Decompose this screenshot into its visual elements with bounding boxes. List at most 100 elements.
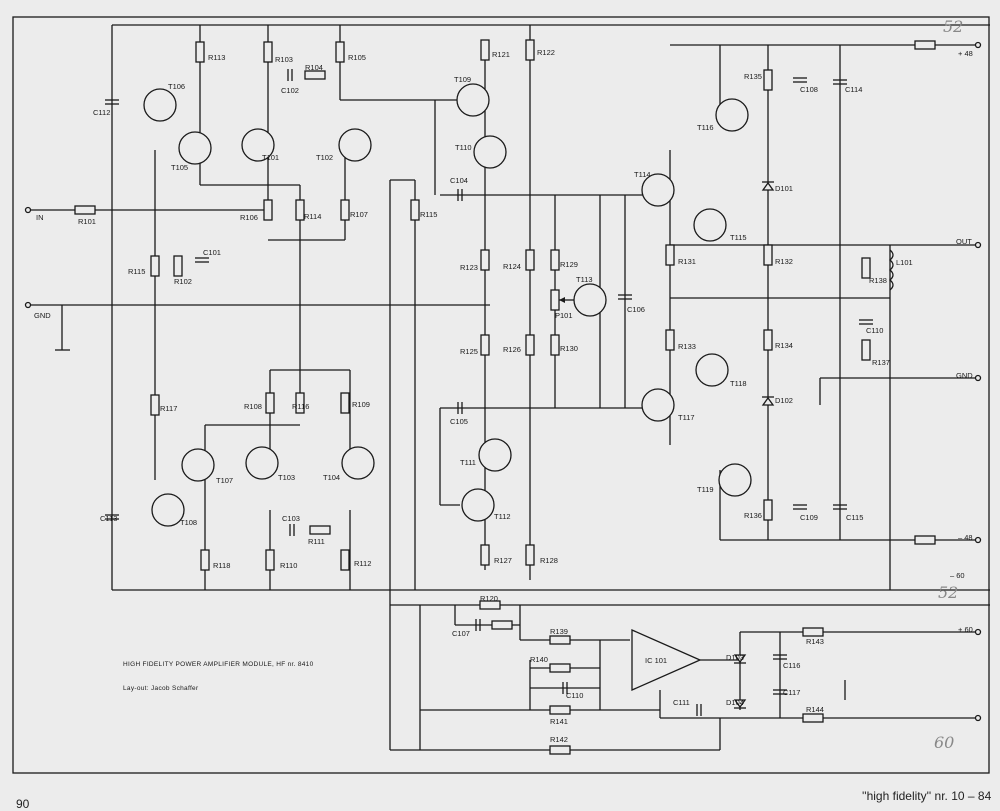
label-r107: R107 bbox=[350, 210, 368, 219]
label-gnd-in: GND bbox=[34, 311, 51, 320]
label-r140: R140 bbox=[530, 655, 548, 664]
label-t119: T119 bbox=[697, 485, 714, 494]
label-r139: R139 bbox=[550, 627, 568, 636]
label-plus48: + 48 bbox=[958, 49, 973, 58]
label-r115a: R115 bbox=[420, 210, 437, 219]
label-r136: R136 bbox=[744, 511, 762, 520]
label-r144: R144 bbox=[806, 705, 824, 714]
label-d103: D103 bbox=[726, 653, 744, 662]
capacitors bbox=[105, 69, 873, 716]
label-r134: R134 bbox=[775, 341, 793, 350]
label-t113: T113 bbox=[576, 275, 593, 284]
label-c114: C114 bbox=[845, 85, 862, 94]
label-r129: R129 bbox=[560, 260, 578, 269]
label-r109: R109 bbox=[352, 400, 370, 409]
label-p101: P101 bbox=[555, 311, 573, 320]
label-t118: T118 bbox=[730, 379, 747, 388]
label-r105: R105 bbox=[348, 53, 366, 62]
label-c115: C115 bbox=[846, 513, 863, 522]
label-c101: C101 bbox=[203, 248, 221, 257]
label-c109: C109 bbox=[800, 513, 818, 522]
label-r137: R137 bbox=[872, 358, 890, 367]
label-c117: C117 bbox=[783, 688, 800, 697]
frame bbox=[12, 16, 990, 774]
label-c113: C113 bbox=[100, 514, 117, 523]
handwritten-60: 60 bbox=[934, 733, 954, 752]
label-r121: R121 bbox=[492, 50, 510, 59]
label-out: OUT bbox=[956, 237, 972, 246]
label-r118: R118 bbox=[213, 561, 230, 570]
component-labels: R101 R102 R103 R104 R105 R106 R107 R108 … bbox=[34, 17, 973, 752]
label-r111: R111 bbox=[308, 537, 325, 546]
label-t103: T103 bbox=[278, 473, 295, 482]
label-r130: R130 bbox=[560, 344, 578, 353]
label-in: IN bbox=[36, 213, 44, 222]
footer-publication: ''high fidelity'' nr. 10 – 84 bbox=[862, 789, 992, 803]
label-c107: C107 bbox=[452, 629, 470, 638]
label-r113: R113 bbox=[208, 53, 225, 62]
label-r116: R116 bbox=[292, 402, 309, 411]
label-t104: T104 bbox=[323, 473, 340, 482]
label-d101: D101 bbox=[775, 184, 793, 193]
label-t114: T114 bbox=[634, 170, 651, 179]
footer-page-number: 90 bbox=[16, 797, 30, 811]
label-c111: C111 bbox=[673, 698, 690, 707]
transistors bbox=[143, 83, 752, 527]
label-t107: T107 bbox=[216, 476, 233, 485]
label-r104: R104 bbox=[305, 63, 323, 72]
label-r120: R120 bbox=[480, 594, 498, 603]
label-r127: R127 bbox=[494, 556, 512, 565]
label-c116: C116 bbox=[783, 661, 800, 670]
label-t111: T111 bbox=[460, 458, 476, 467]
diodes bbox=[733, 181, 775, 709]
schematic-title: HIGH FIDELITY POWER AMPLIFIER MODULE, HF… bbox=[123, 661, 314, 668]
label-r126: R126 bbox=[503, 345, 521, 354]
terminals bbox=[24, 41, 982, 722]
label-r138: R138 bbox=[869, 276, 887, 285]
resistors bbox=[74, 39, 936, 755]
label-r125: R125 bbox=[460, 347, 478, 356]
label-ic101: IC 101 bbox=[645, 656, 667, 665]
label-c110b: C110 bbox=[566, 691, 583, 700]
label-r112: R112 bbox=[354, 559, 371, 568]
label-c110: C110 bbox=[866, 326, 883, 335]
label-d102: D102 bbox=[775, 396, 793, 405]
label-r108: R108 bbox=[244, 402, 262, 411]
label-c108: C108 bbox=[800, 85, 818, 94]
label-t115: T115 bbox=[730, 233, 747, 242]
label-c106: C106 bbox=[627, 305, 645, 314]
wires bbox=[30, 24, 990, 751]
label-c105: C105 bbox=[450, 417, 468, 426]
label-plus60: + 60 bbox=[958, 625, 973, 634]
label-minus48: – 48 bbox=[958, 533, 973, 542]
label-r133: R133 bbox=[678, 342, 696, 351]
label-r102: R102 bbox=[174, 277, 192, 286]
label-c104: C104 bbox=[450, 176, 468, 185]
label-r110: R110 bbox=[280, 561, 297, 570]
label-r143: R143 bbox=[806, 637, 824, 646]
handwritten-52-mid: 52 bbox=[938, 583, 958, 602]
label-gnd-out: GND bbox=[956, 371, 973, 380]
label-t102: T102 bbox=[316, 153, 333, 162]
label-r106: R106 bbox=[240, 213, 258, 222]
label-r131: R131 bbox=[678, 257, 696, 266]
potentiometer-p101 bbox=[559, 297, 575, 303]
label-c112: C112 bbox=[93, 108, 110, 117]
label-r103: R103 bbox=[275, 55, 293, 64]
label-r124: R124 bbox=[503, 262, 521, 271]
label-t109: T109 bbox=[454, 75, 471, 84]
label-r128: R128 bbox=[540, 556, 558, 565]
layout-credit: Lay-out: Jacob Schaffer bbox=[123, 685, 199, 692]
label-d104: D104 bbox=[726, 698, 744, 707]
ic101-opamp bbox=[631, 629, 702, 691]
label-r117: R117 bbox=[160, 404, 177, 413]
label-r123: R123 bbox=[460, 263, 478, 272]
label-r114: R114 bbox=[304, 212, 321, 221]
label-minus60: – 60 bbox=[950, 571, 965, 580]
label-t112: T112 bbox=[494, 512, 511, 521]
label-r142: R142 bbox=[550, 735, 568, 744]
handwritten-52-top: 52 bbox=[943, 17, 963, 36]
label-r115b: R115 bbox=[128, 267, 145, 276]
